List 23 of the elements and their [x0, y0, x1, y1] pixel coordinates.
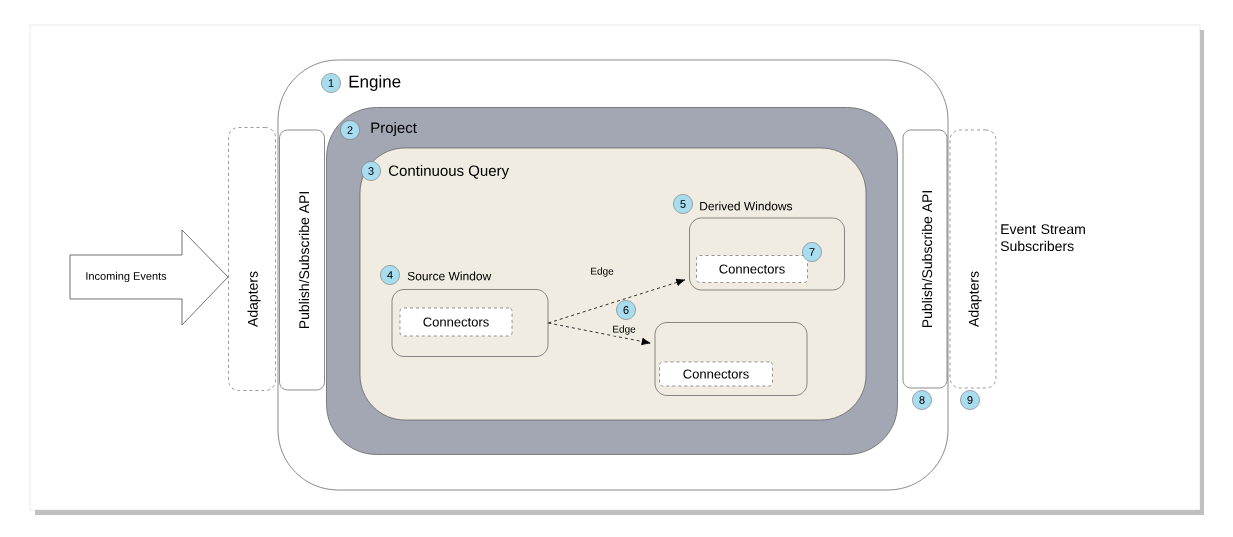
connector-box: Connectors	[659, 361, 773, 387]
arrow	[547, 322, 651, 346]
api-bar: Publish/Subscribe API	[902, 129, 948, 389]
callout-number: 6	[616, 300, 636, 320]
callout-number: 7	[802, 242, 822, 262]
callout-number: 3	[361, 161, 381, 181]
callout-number: 2	[340, 120, 360, 140]
connector-box: Connectors	[696, 255, 808, 283]
node-label: Derived Windows	[700, 201, 793, 211]
api-bar: Publish/Subscribe API	[279, 129, 325, 391]
edge-label: Edge	[611, 324, 637, 336]
edge-label: Edge	[589, 266, 615, 278]
callout-number: 1	[321, 73, 341, 93]
callout-number: 4	[380, 265, 400, 285]
arrow	[547, 278, 686, 324]
adapter-bar: Adapters	[949, 129, 997, 389]
callout-number: 9	[960, 390, 980, 410]
window-box	[654, 322, 808, 396]
connector-box: Connectors	[399, 307, 513, 337]
adapter-bar: Adapters	[228, 127, 276, 391]
node-label: Source Window	[407, 271, 492, 281]
callout-number: 5	[673, 194, 693, 214]
callout-number: 8	[912, 390, 932, 410]
